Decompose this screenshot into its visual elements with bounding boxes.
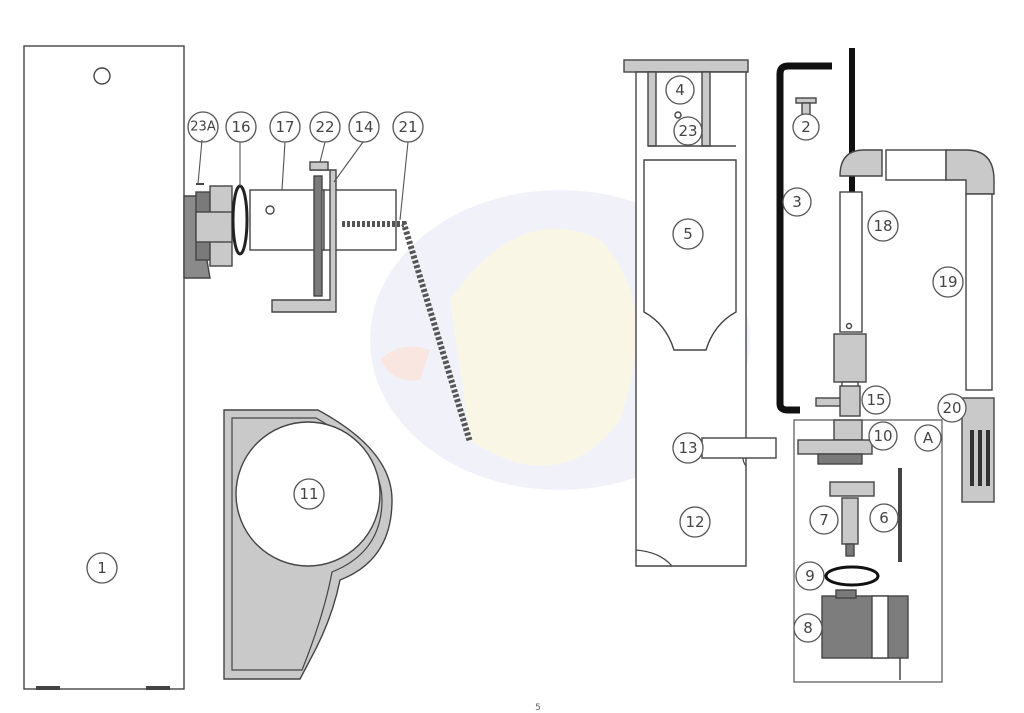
label-4: 4 (665, 75, 695, 105)
label-10: 10 (868, 421, 898, 451)
label-18: 18 (867, 210, 899, 242)
svg-text:17: 17 (275, 118, 294, 136)
part-15-valve (815, 385, 861, 417)
part-14-bracket (271, 161, 397, 313)
svg-text:20: 20 (942, 399, 961, 417)
label-8: 8 (793, 613, 823, 643)
label-21: 21 (392, 111, 424, 143)
svg-text:23: 23 (678, 122, 697, 140)
svg-text:9: 9 (805, 567, 815, 585)
part-1-back-panel (23, 45, 185, 690)
svg-text:A: A (923, 429, 934, 447)
part-21-hose (342, 221, 473, 443)
label-12: 12 (679, 506, 711, 538)
label-6: 6 (869, 503, 899, 533)
part-8-motor (821, 589, 909, 680)
svg-text:18: 18 (873, 217, 892, 235)
svg-text:16: 16 (231, 118, 250, 136)
part-16-o-ring (231, 184, 249, 256)
label-detail-a: A (914, 424, 942, 452)
label-22: 22 (309, 111, 341, 143)
part-11-base-tray (223, 409, 393, 680)
svg-text:6: 6 (879, 509, 889, 527)
svg-text:3: 3 (792, 193, 802, 211)
svg-text:1: 1 (97, 559, 107, 577)
label-13: 13 (672, 432, 704, 464)
label-23: 23 (673, 116, 703, 146)
svg-text:4: 4 (675, 81, 685, 99)
part-17-tube (249, 189, 325, 251)
svg-text:23A: 23A (190, 120, 216, 135)
label-2: 2 (792, 113, 820, 141)
part-3-frame (776, 62, 832, 414)
svg-text:15: 15 (866, 391, 885, 409)
label-20: 20 (937, 393, 967, 423)
label-3: 3 (782, 187, 812, 217)
svg-text:8: 8 (803, 619, 813, 637)
svg-text:5: 5 (683, 225, 693, 243)
part-2-valve (795, 97, 817, 116)
label-5: 5 (672, 218, 704, 250)
bulkhead-fitting (183, 183, 233, 279)
label-9: 9 (795, 561, 825, 591)
svg-text:2: 2 (801, 118, 811, 136)
svg-text:7: 7 (819, 511, 829, 529)
leader-lines (197, 139, 409, 221)
label-14: 14 (348, 111, 380, 143)
part-20-strainer (961, 397, 995, 503)
label-19: 19 (932, 266, 964, 298)
svg-text:14: 14 (354, 118, 373, 136)
svg-text:19: 19 (938, 273, 957, 291)
label-17: 17 (269, 111, 301, 143)
label-15: 15 (861, 385, 891, 415)
part-18-19-pipes (833, 48, 995, 407)
detail-a-box (793, 419, 943, 683)
svg-text:13: 13 (678, 439, 697, 457)
label-7: 7 (809, 505, 839, 535)
svg-text:22: 22 (315, 118, 334, 136)
svg-text:11: 11 (299, 485, 318, 503)
part-7-impeller (829, 481, 875, 557)
part-13-nozzle (701, 437, 777, 459)
svg-text:12: 12 (685, 513, 704, 531)
part-5-window (643, 159, 737, 351)
svg-text:10: 10 (873, 427, 892, 445)
svg-text:21: 21 (398, 118, 417, 136)
part-9-o-ring (824, 565, 880, 587)
label-11: 11 (293, 478, 325, 510)
label-16: 16 (225, 111, 257, 143)
page-number: 5 (535, 703, 541, 713)
label-1: 1 (86, 552, 118, 584)
label-23a: 23A (187, 111, 219, 143)
